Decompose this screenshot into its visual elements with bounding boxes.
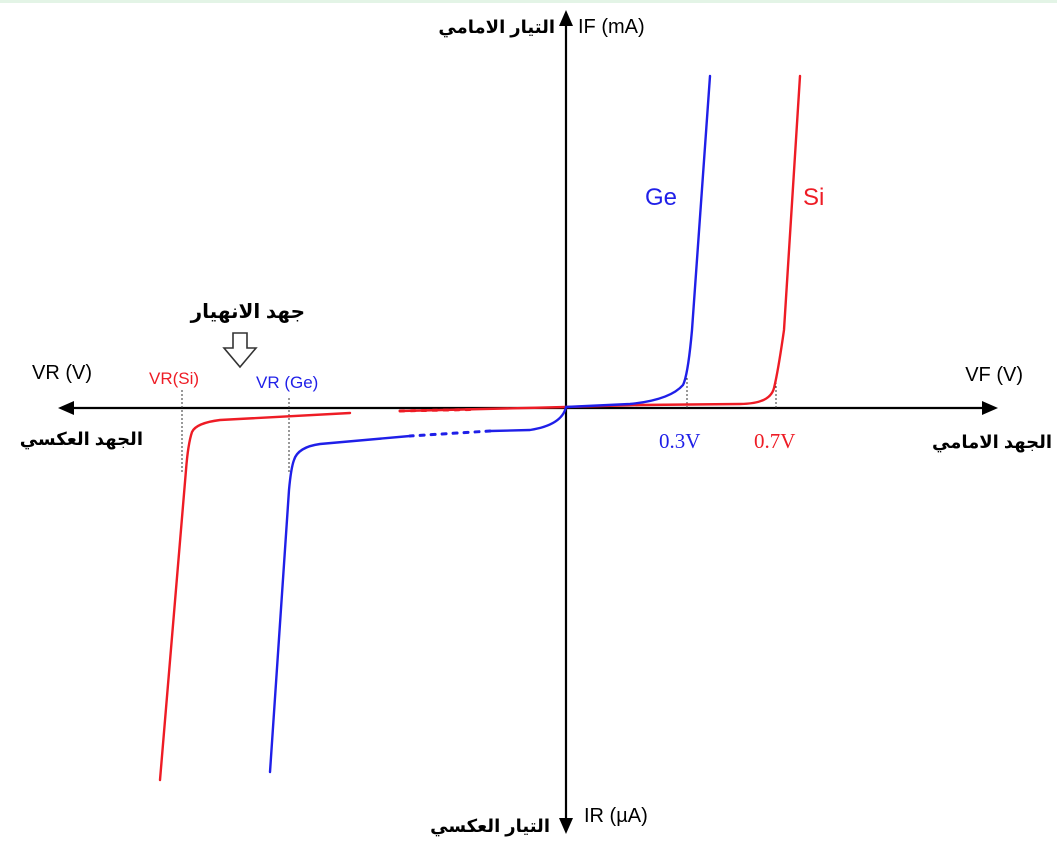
down-arrow-outline-icon: [222, 332, 258, 369]
ge-curve-label: Ge: [645, 184, 677, 211]
si-reverse-branch-solid: [158, 405, 568, 782]
breakdown-voltage-arabic-label: جهد الانهيار: [190, 301, 305, 323]
ge-forward-branch: [564, 74, 712, 409]
vr-si-label: VR(Si): [149, 369, 199, 388]
reverse-current-arabic-label: التيار العكسي: [430, 816, 550, 837]
dotted-guides: [181, 378, 777, 472]
vertical-axis-top-arrow: [559, 10, 573, 26]
horizontal-axis-right-arrow: [982, 401, 998, 415]
forward-voltage-arabic-label: الجهد الامامي: [932, 432, 1052, 453]
reverse-voltage-axis-label: VR (V): [32, 362, 92, 384]
ge-reverse-branch-solid: [268, 405, 568, 774]
si-reverse-branch-dashed: [398, 408, 472, 413]
vertical-axis-bottom-arrow: [559, 818, 573, 834]
horizontal-axis-left-arrow: [58, 401, 74, 415]
forward-current-arabic-label: التيار الامامي: [438, 17, 555, 38]
forward-voltage-axis-label: VF (V): [965, 364, 1023, 386]
reverse-current-axis-label: IR (µA): [584, 805, 648, 827]
si-knee-voltage-label: 0.7V: [754, 429, 795, 453]
forward-current-axis-label: IF (mA): [578, 16, 645, 38]
ge-knee-voltage-label: 0.3V: [659, 429, 700, 453]
silicon-curve: [158, 74, 802, 782]
reverse-voltage-arabic-label: الجهد العكسي: [20, 429, 143, 450]
germanium-curve: [268, 74, 712, 774]
vr-ge-label: VR (Ge): [256, 373, 318, 392]
si-forward-branch: [564, 74, 802, 409]
ge-reverse-branch-dashed: [408, 429, 492, 438]
top-border-strip: [0, 0, 1057, 3]
si-curve-label: Si: [803, 184, 824, 211]
